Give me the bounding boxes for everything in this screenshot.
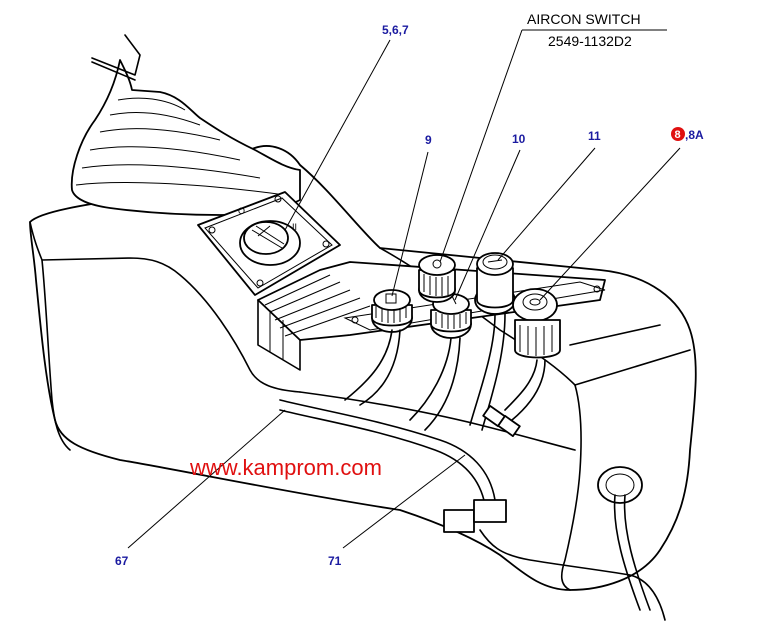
leader-9	[391, 151, 429, 297]
leader-67	[127, 409, 286, 549]
switch-8	[512, 288, 561, 359]
leader-11	[497, 147, 596, 261]
switch-10	[430, 293, 472, 339]
leader-5-6-7	[284, 39, 391, 231]
leader-lines	[127, 29, 681, 549]
title-block: AIRCON SWITCH 2549-1132D2	[522, 11, 667, 49]
switch-aircon	[418, 254, 456, 303]
svg-text:O: O	[238, 206, 245, 216]
leader-aircon	[439, 29, 523, 263]
callout-8-badge[interactable]: 8	[671, 127, 685, 141]
rotary-switch-plate: O II	[197, 191, 341, 296]
callout-8-number: 8	[675, 129, 681, 141]
callout-8a[interactable]: ,8A	[685, 128, 704, 142]
callout-labels: 5,6,7 9 10 11 8 ,8A 67 71	[115, 23, 704, 568]
console-body	[29, 145, 697, 591]
title-name: AIRCON SWITCH	[527, 11, 641, 27]
title-part-number: 2549-1132D2	[548, 33, 632, 49]
switch-9	[371, 289, 413, 333]
watermark-text: www.kamprom.com	[189, 455, 382, 480]
joystick-boot	[70, 34, 301, 216]
leader-71	[342, 454, 466, 549]
leader-10	[454, 149, 521, 301]
switch-11	[474, 252, 516, 315]
callout-9[interactable]: 9	[425, 133, 432, 147]
callout-5-6-7[interactable]: 5,6,7	[382, 23, 409, 37]
leader-8	[539, 147, 681, 301]
callout-11[interactable]: 11	[588, 129, 601, 143]
wiring-harness	[279, 313, 666, 621]
callout-71[interactable]: 71	[328, 554, 342, 568]
callout-67[interactable]: 67	[115, 554, 129, 568]
svg-text:II: II	[292, 222, 297, 232]
callout-10[interactable]: 10	[512, 132, 526, 146]
